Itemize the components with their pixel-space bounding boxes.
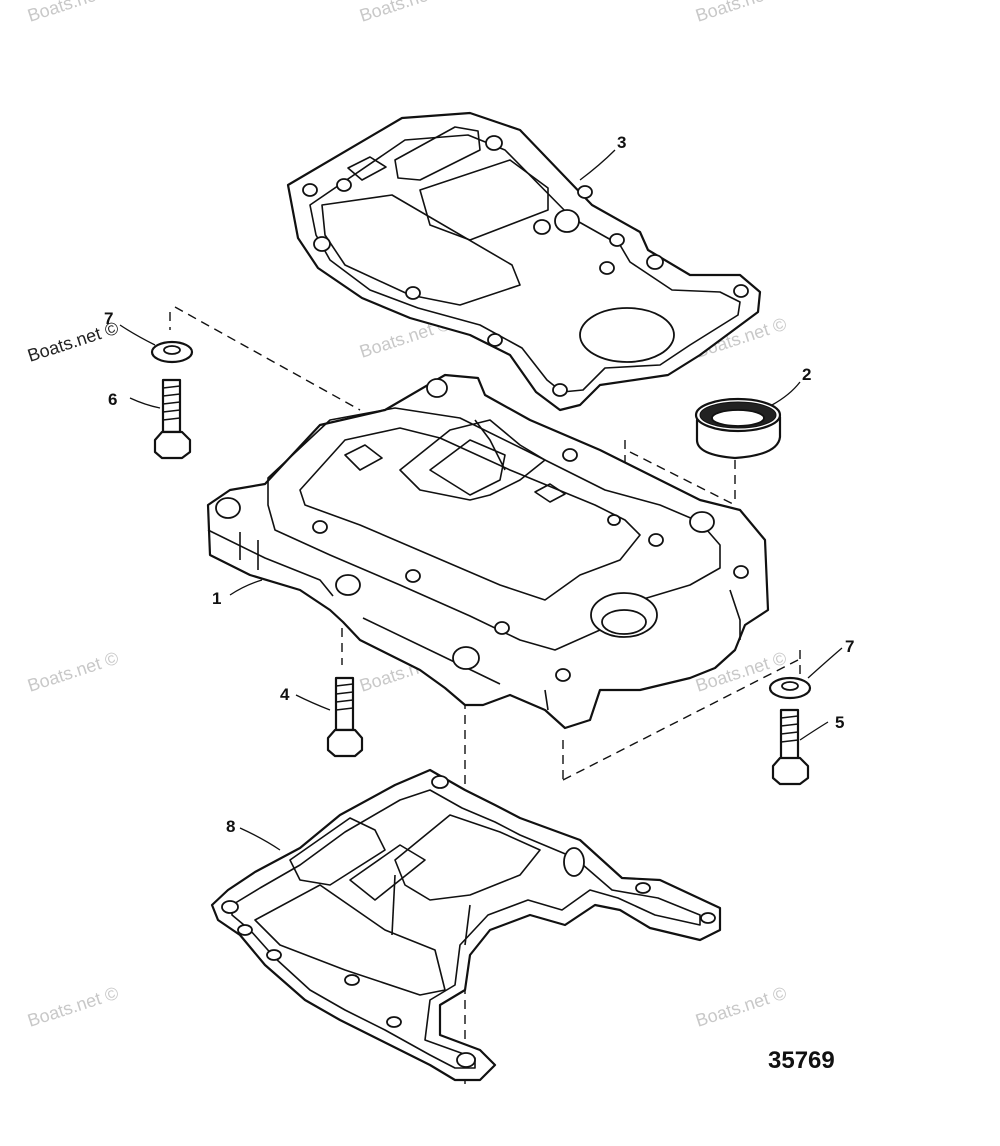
leader-lines: [119, 149, 843, 851]
figure-number: 35769: [768, 1047, 835, 1074]
lower-gasket: [210, 768, 722, 1082]
callout-8: 8: [226, 817, 235, 836]
callout-1: 1: [212, 589, 221, 608]
washer-lower: [768, 676, 812, 700]
callout-7-lower: 7: [845, 637, 854, 656]
watermark: Boats.net ©: [25, 983, 121, 1031]
callout-6: 6: [108, 390, 117, 409]
callout-5: 5: [835, 713, 844, 732]
watermark: Boats.net ©: [357, 0, 453, 26]
watermark: Boats.net ©: [693, 0, 789, 26]
callout-4: 4: [280, 685, 290, 704]
upper-gasket: [286, 111, 762, 412]
bolt-6: [153, 378, 192, 460]
bolt-5: [771, 708, 810, 786]
seal-ring: [694, 397, 782, 460]
bolt-4: [326, 676, 364, 758]
watermark: Boats.net ©: [25, 648, 121, 696]
adapter-plate: [206, 373, 770, 730]
callout-7-upper: 7: [104, 309, 113, 328]
watermark: Boats.net ©: [25, 0, 121, 26]
washer-upper: [150, 340, 194, 364]
watermark: Boats.net ©: [693, 983, 789, 1031]
callout-3: 3: [617, 133, 626, 152]
callout-labels: 3 2 1 6 7 4 5 7 8 35769: [104, 133, 854, 1074]
callout-2: 2: [802, 365, 811, 384]
